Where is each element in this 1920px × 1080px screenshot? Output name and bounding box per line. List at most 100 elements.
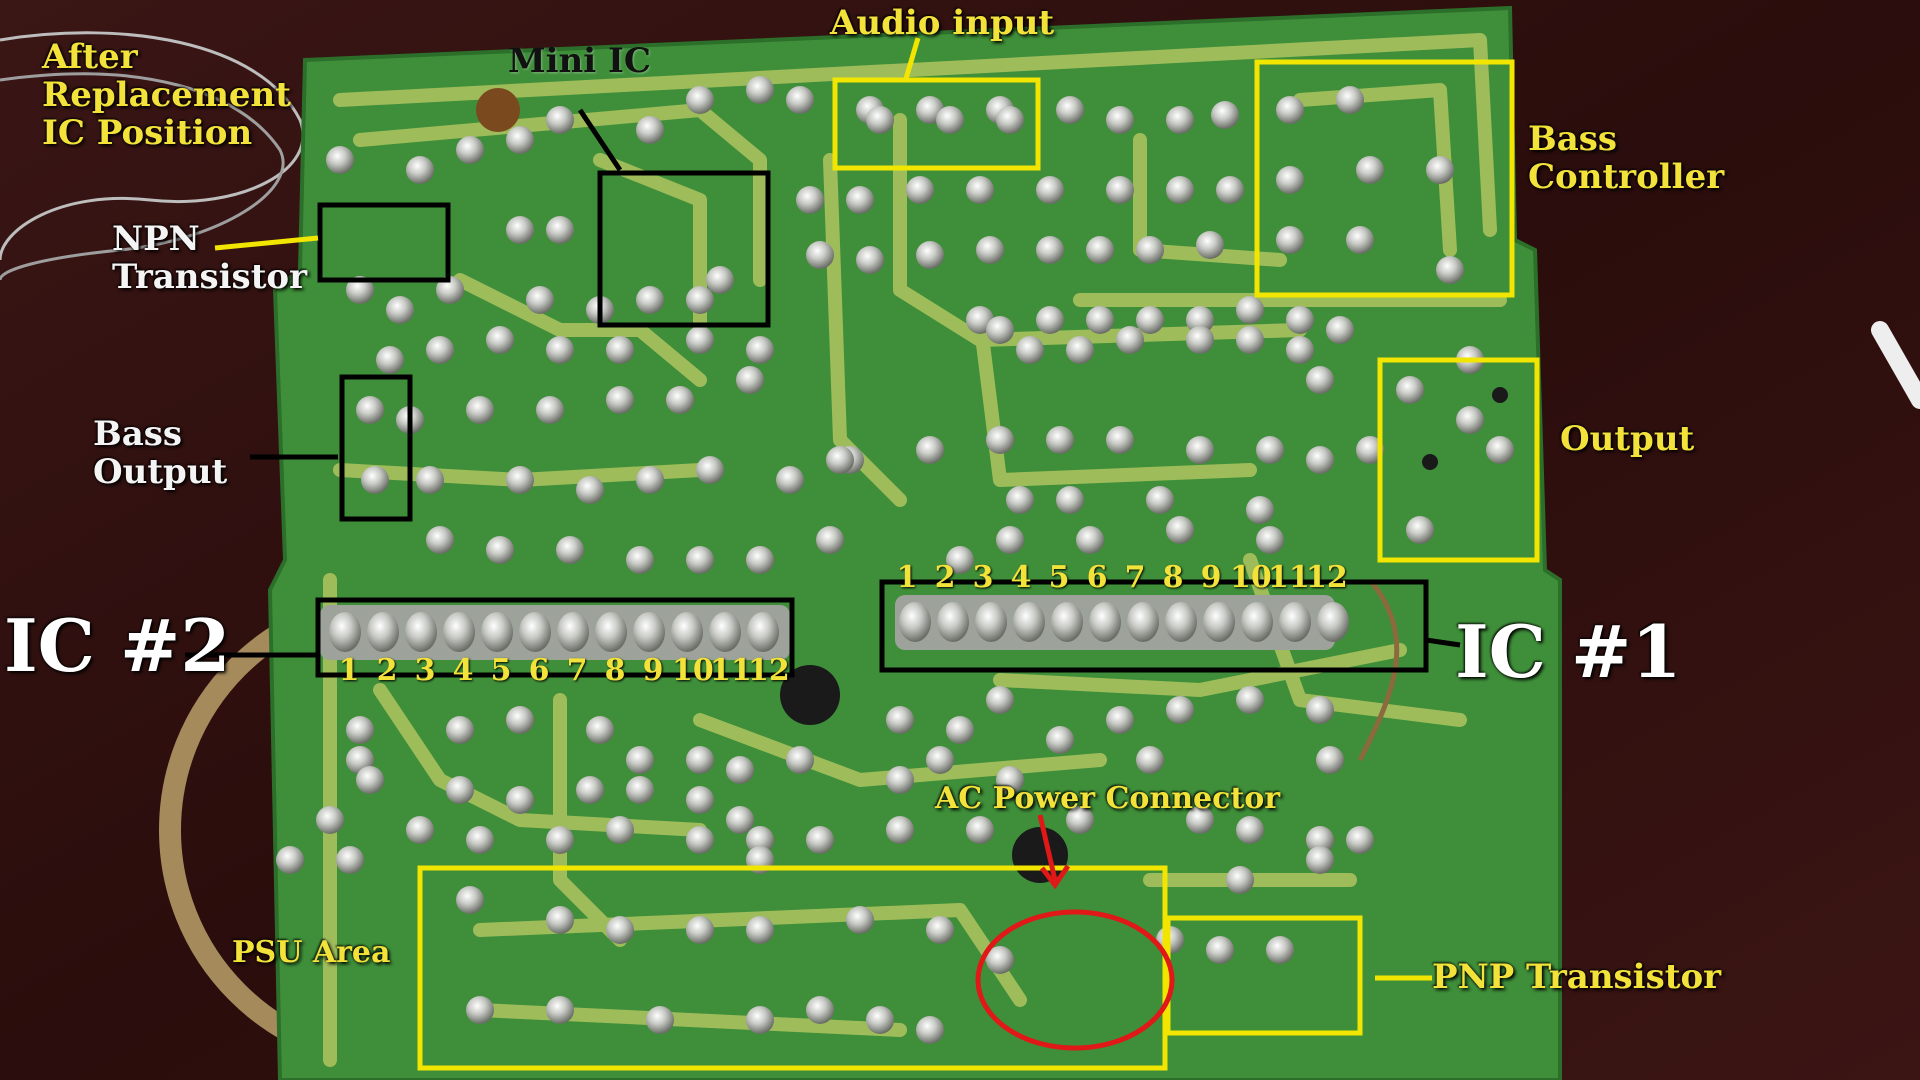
- psu-area-box: [417, 865, 1168, 1071]
- solder-joint: [506, 786, 534, 814]
- bass-output-box: [339, 374, 413, 522]
- solder-joint: [1406, 516, 1434, 544]
- solder-joint: [1166, 516, 1194, 544]
- solder-joint: [506, 466, 534, 494]
- solder-joint: [1346, 226, 1374, 254]
- ic2-box: [315, 597, 795, 678]
- ic-pin-joint: [557, 612, 589, 652]
- solder-joint: [1276, 166, 1304, 194]
- ic-pin-joint: [1089, 602, 1121, 642]
- solder-joint: [936, 106, 964, 134]
- bass-controller-box: [1254, 59, 1515, 298]
- solder-joint: [686, 746, 714, 774]
- ic-pin-joint: [747, 612, 779, 652]
- solder-joint: [886, 706, 914, 734]
- solder-joint: [1146, 486, 1174, 514]
- solder-joint: [976, 236, 1004, 264]
- pin-number: 4: [452, 653, 474, 688]
- solder-joint: [506, 706, 534, 734]
- solder-joint: [1076, 526, 1104, 554]
- pin-number: 3: [414, 653, 436, 688]
- solder-joint: [336, 846, 364, 874]
- solder-joint: [626, 546, 654, 574]
- solder-joint: [1336, 86, 1364, 114]
- solder-joint: [426, 336, 454, 364]
- solder-joint: [996, 766, 1024, 794]
- pointer-lines: [185, 37, 1461, 981]
- npn-transistor-label: NPN Transistor: [112, 219, 307, 298]
- ic-pin-joint: [405, 612, 437, 652]
- npn-transistor-box: [317, 202, 451, 283]
- solder-joint: [1186, 436, 1214, 464]
- solder-joint: [1306, 826, 1334, 854]
- solder-joint: [466, 396, 494, 424]
- pin-number: 3: [972, 560, 994, 595]
- solder-joint: [1136, 236, 1164, 264]
- solder-joint: [846, 186, 874, 214]
- ic-pin-joint: [1317, 602, 1349, 642]
- solder-joint: [1066, 336, 1094, 364]
- solder-joint: [636, 116, 664, 144]
- ic2-label: IC #2: [4, 603, 231, 688]
- solder-joint: [686, 916, 714, 944]
- solder-joint: [686, 826, 714, 854]
- pin-number: 2: [376, 653, 398, 688]
- solder-joint: [1456, 406, 1484, 434]
- ic-pin-joint: [367, 612, 399, 652]
- pin-number: 12: [1306, 560, 1348, 595]
- solder-joint: [626, 776, 654, 804]
- pin-number: 10: [672, 653, 714, 688]
- solder-joint: [526, 286, 554, 314]
- output-box: [1377, 357, 1540, 563]
- solder-joint: [986, 426, 1014, 454]
- solder-joint: [686, 326, 714, 354]
- solder-joint: [1286, 306, 1314, 334]
- solder-joint: [1236, 686, 1264, 714]
- solder-joint: [916, 1016, 944, 1044]
- solder-joint: [1276, 96, 1304, 124]
- solder-joint: [826, 446, 854, 474]
- solder-joint: [546, 826, 574, 854]
- solder-joint: [996, 526, 1024, 554]
- solder-joint: [1236, 816, 1264, 844]
- solder-joint: [456, 136, 484, 164]
- solder-joint: [1346, 826, 1374, 854]
- solder-joint: [326, 146, 354, 174]
- ic-pin-joint: [709, 612, 741, 652]
- solder-joint: [546, 106, 574, 134]
- solder-joint: [1006, 486, 1034, 514]
- solder-joint: [806, 996, 834, 1024]
- solder-joint: [506, 216, 534, 244]
- solder-joint: [1246, 496, 1274, 524]
- solder-joint: [1116, 326, 1144, 354]
- ic-pin-joint: [633, 612, 665, 652]
- solder-joint: [1166, 106, 1194, 134]
- solder-joint: [966, 816, 994, 844]
- pin-number: 5: [1048, 560, 1070, 595]
- solder-joint: [1056, 96, 1084, 124]
- solder-joint: [1236, 296, 1264, 324]
- solder-joint: [646, 1006, 674, 1034]
- psu-area-label: PSU Area: [232, 935, 391, 970]
- solder-joint: [346, 716, 374, 744]
- solder-joint: [746, 546, 774, 574]
- solder-joint: [1086, 306, 1114, 334]
- solder-joint: [726, 806, 754, 834]
- solder-joint: [386, 296, 414, 324]
- solder-joint: [906, 176, 934, 204]
- solder-joint: [1276, 226, 1304, 254]
- pin-number: 7: [566, 653, 588, 688]
- mounting-holes: [476, 88, 1508, 883]
- mini-ic-label: Mini IC: [508, 41, 651, 81]
- solder-joint: [576, 776, 604, 804]
- pin-number: 7: [1124, 560, 1146, 595]
- solder-joint: [466, 996, 494, 1024]
- pin-number: 1: [338, 653, 360, 688]
- pin-number: 1: [896, 560, 918, 595]
- solder-joint: [356, 766, 384, 794]
- solder-joint: [886, 816, 914, 844]
- solder-joint: [796, 186, 824, 214]
- ic-pin-joint: [671, 612, 703, 652]
- solder-joint: [746, 916, 774, 944]
